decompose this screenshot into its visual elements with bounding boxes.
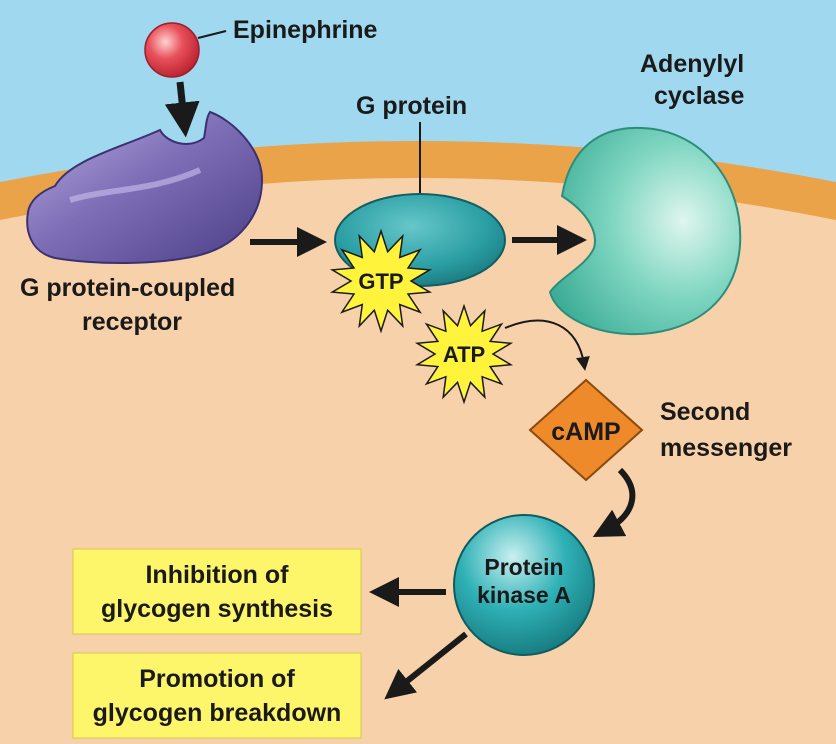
outcome-box-inhibition: Inhibition of glycogen synthesis [72, 548, 362, 635]
atp-burst: ATP [414, 303, 514, 405]
epinephrine-label: Epinephrine [233, 16, 378, 44]
camp-to-pka-arrow [592, 467, 636, 538]
outcome-promotion-line2: glycogen breakdown [93, 699, 342, 727]
pka-to-promotion-arrow [384, 631, 468, 700]
adenylyl-cyclase-label-line1: Adenylyl [640, 50, 744, 78]
pka-label-line1: Protein [484, 554, 563, 580]
camp-label: cAMP [551, 418, 620, 446]
protein-kinase-a [453, 514, 595, 656]
camp-diamond: cAMP [528, 378, 644, 482]
outcome-inhibition-line1: Inhibition of [145, 561, 289, 589]
atp-to-camp-arrow [504, 319, 590, 371]
receptor-shading [69, 167, 202, 203]
epinephrine-arrow [164, 81, 200, 138]
second-messenger-label-line1: Second [660, 398, 750, 426]
g-protein-label: G protein [356, 92, 467, 120]
gtp-label: GTP [358, 269, 403, 294]
adenylyl-cyclase-label-line2: cyclase [654, 82, 744, 110]
receptor-label-line1: G protein-coupled [20, 274, 235, 302]
outcome-promotion-line1: Promotion of [139, 665, 295, 693]
outcome-inhibition-line2: glycogen synthesis [101, 595, 333, 623]
second-messenger-label-line2: messenger [660, 434, 792, 462]
epinephrine-molecule [144, 22, 227, 78]
receptor-label-line2: receptor [82, 308, 182, 336]
adenylyl-cyclase [548, 126, 742, 336]
outcome-box-promotion: Promotion of glycogen breakdown [72, 652, 362, 739]
atp-label: ATP [443, 342, 485, 367]
pka-label-line2: kinase A [477, 582, 571, 608]
gtp-burst: GTP [329, 228, 433, 334]
